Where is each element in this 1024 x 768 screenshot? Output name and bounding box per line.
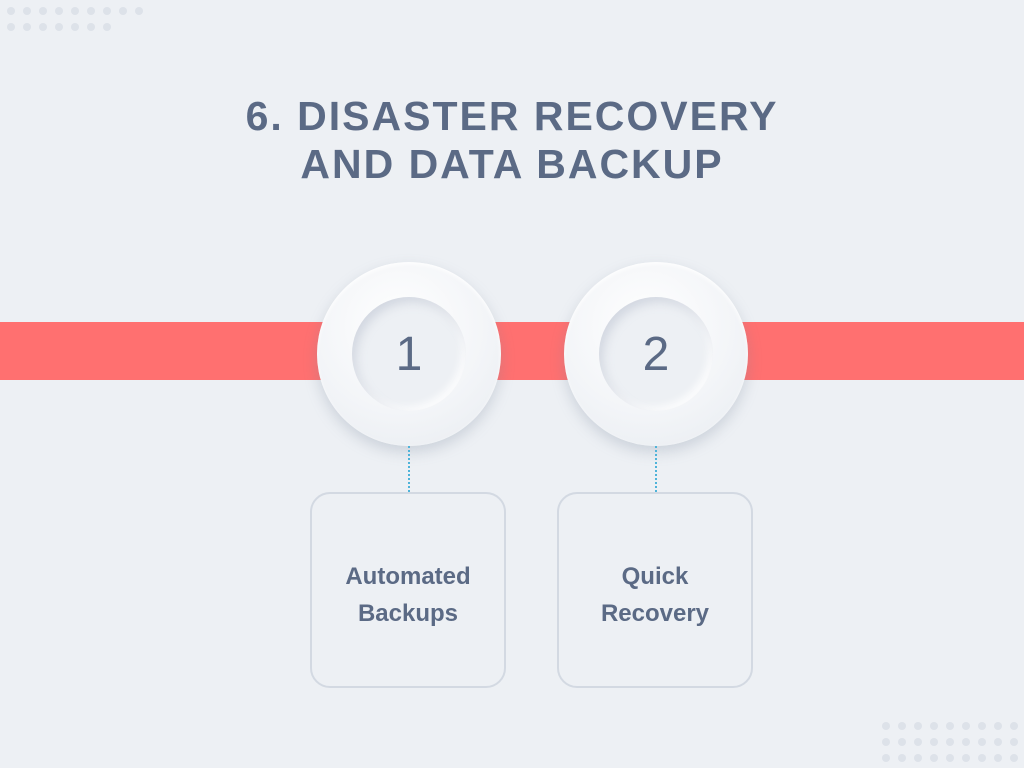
step-2-number: 2	[599, 297, 713, 411]
step-1-number: 1	[352, 297, 466, 411]
step-2-circle: 2	[564, 262, 748, 446]
step-2-label-line-1: Quick	[621, 563, 689, 590]
decorative-dot-grid-bottom-right	[882, 722, 1018, 762]
step-1-card: Automated Backups	[310, 492, 506, 688]
step-1-label-line-2: Backups	[357, 600, 459, 627]
step-2-connector	[655, 446, 657, 492]
slide-title-line-1: 6. DISASTER RECOVERY	[245, 93, 779, 139]
decorative-dot-grid-top-left	[7, 7, 143, 31]
step-2-card: Quick Recovery	[557, 492, 753, 688]
step-1-connector	[408, 446, 410, 492]
slide-title-line-2: AND DATA BACKUP	[300, 141, 724, 187]
slide-title: 6. DISASTER RECOVERY AND DATA BACKUP	[0, 92, 1024, 188]
step-1-circle: 1	[317, 262, 501, 446]
accent-band	[0, 322, 1024, 380]
step-2-label-line-2: Recovery	[600, 600, 710, 627]
step-1-label-line-1: Automated	[345, 563, 471, 590]
